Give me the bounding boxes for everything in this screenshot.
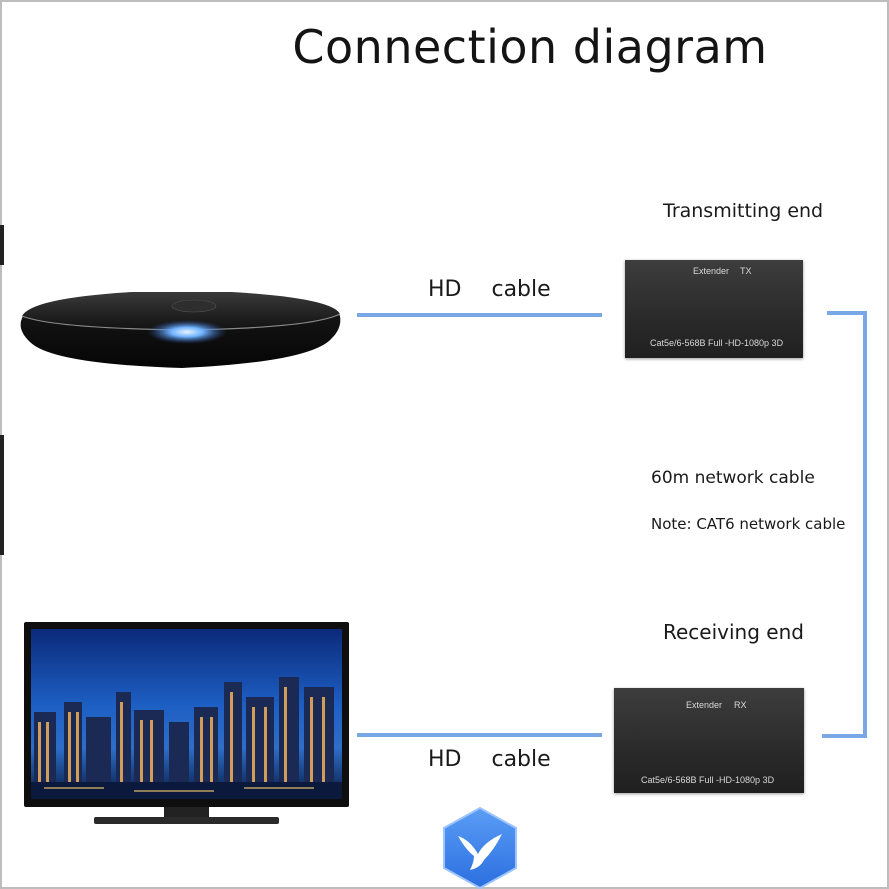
network-cable-line-top xyxy=(827,311,867,315)
set-top-box-icon xyxy=(20,292,341,368)
edge-strip xyxy=(0,435,4,555)
tx-extender-box: Extender TX Cat5e/6-568B Full -HD-1080p … xyxy=(625,260,803,358)
cable-label-top-cable: cable xyxy=(491,277,551,302)
hdmi-cable-line-top xyxy=(357,313,602,317)
bird-logo-icon xyxy=(443,806,517,889)
tx-extender-spec: Cat5e/6-568B Full -HD-1080p 3D xyxy=(650,338,784,348)
cable-label-top-hd: HD xyxy=(428,277,462,302)
network-cable-label: 60m network cable xyxy=(651,468,815,488)
television-icon xyxy=(24,622,349,824)
tx-extender-type: TX xyxy=(740,266,752,276)
network-cable-note: Note: CAT6 network cable xyxy=(651,515,846,533)
cable-label-bottom-hd: HD xyxy=(428,747,462,772)
rx-extender-type: RX xyxy=(734,700,747,710)
network-cable-line-bottom xyxy=(822,734,867,738)
diagram-title: Connection diagram xyxy=(292,20,768,74)
transmitting-end-label: Transmitting end xyxy=(663,200,824,222)
cable-label-bottom-cable: cable xyxy=(491,747,551,772)
tx-extender-label: Extender xyxy=(693,266,730,276)
rx-extender-label: Extender xyxy=(686,700,723,710)
cable-label-top: HD cable xyxy=(428,277,551,302)
cable-label-bottom: HD cable xyxy=(428,747,551,772)
rx-extender-spec: Cat5e/6-568B Full -HD-1080p 3D xyxy=(641,775,775,785)
edge-strip xyxy=(0,225,4,265)
rx-extender-box: Extender RX Cat5e/6-568B Full -HD-1080p … xyxy=(614,688,804,793)
network-cable-line-vertical xyxy=(863,311,867,738)
receiving-end-label: Receiving end xyxy=(663,620,804,644)
hdmi-cable-line-bottom xyxy=(357,733,602,737)
